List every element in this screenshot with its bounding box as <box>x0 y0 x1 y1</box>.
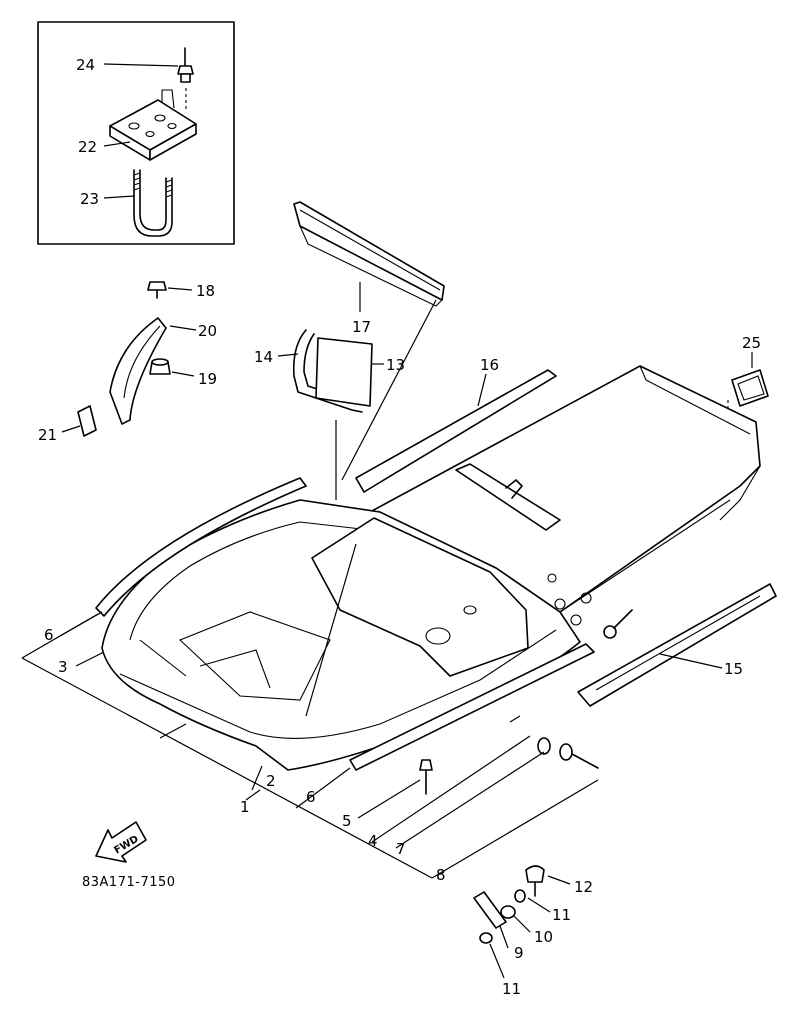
rivet-near-15-part <box>603 609 633 639</box>
washer-11-part <box>514 889 526 903</box>
bracket-22-part <box>109 89 197 161</box>
rivet-5-part <box>419 759 433 795</box>
callout-15: 15 <box>724 660 743 678</box>
callout-22: 22 <box>78 138 97 156</box>
rail-16-part <box>355 369 557 493</box>
pad-13-part <box>315 337 373 407</box>
screw-8-part <box>559 743 599 769</box>
callout-19: 19 <box>198 370 217 388</box>
u-bolt-23-part <box>133 169 173 237</box>
rub-rail-6-right-part <box>349 643 595 771</box>
bolt-18-part <box>147 281 167 299</box>
label-25-part <box>731 369 769 407</box>
callout-17: 17 <box>352 318 371 336</box>
main-body-1-part <box>101 365 761 771</box>
bolt-12-part <box>525 865 545 897</box>
callout-4: 4 <box>368 832 378 850</box>
callout-3: 3 <box>58 658 68 676</box>
callout-23: 23 <box>80 190 99 208</box>
callout-21: 21 <box>38 426 57 444</box>
callout-25: 25 <box>742 334 761 352</box>
spacer-10-part <box>500 905 516 919</box>
washer-11b-part <box>479 932 493 944</box>
callout-5: 5 <box>342 812 352 830</box>
leader-lines <box>21 299 599 879</box>
washer-7-part <box>537 737 551 755</box>
callout-1: 1 <box>240 798 250 816</box>
callout-24: 24 <box>76 56 95 74</box>
callout-20: 20 <box>198 322 217 340</box>
callout-11-lower: 11 <box>502 980 521 998</box>
rail-17-part <box>293 201 445 307</box>
side-rail-15-part <box>577 583 777 707</box>
guard-20-part <box>109 317 167 425</box>
nut-19-part <box>149 358 171 375</box>
callout-numbers: 24 22 23 18 20 19 21 17 14 13 16 25 6 3 … <box>38 56 761 998</box>
inset-box <box>37 21 235 245</box>
callout-8: 8 <box>436 866 446 884</box>
callout-10: 10 <box>534 928 553 946</box>
callout-6-left: 6 <box>44 626 54 644</box>
bolt-24-part <box>177 47 194 83</box>
callout-2: 2 <box>266 772 276 790</box>
callout-12: 12 <box>574 878 593 896</box>
callout-6-right: 6 <box>306 788 316 806</box>
callout-11-upper: 11 <box>552 906 571 924</box>
callout-9: 9 <box>514 944 524 962</box>
callout-18: 18 <box>196 282 215 300</box>
handle-14-part <box>292 329 363 413</box>
callout-7: 7 <box>396 840 406 858</box>
part-code: 83A171-7150 <box>82 875 176 890</box>
callout-13: 13 <box>386 356 405 374</box>
callout-16: 16 <box>480 356 499 374</box>
fwd-direction-arrow: FWD <box>95 821 147 863</box>
plate-21-part <box>77 405 97 437</box>
callout-14: 14 <box>254 348 273 366</box>
rub-rail-6-left-part <box>95 477 307 617</box>
strap-9-part <box>473 891 507 929</box>
